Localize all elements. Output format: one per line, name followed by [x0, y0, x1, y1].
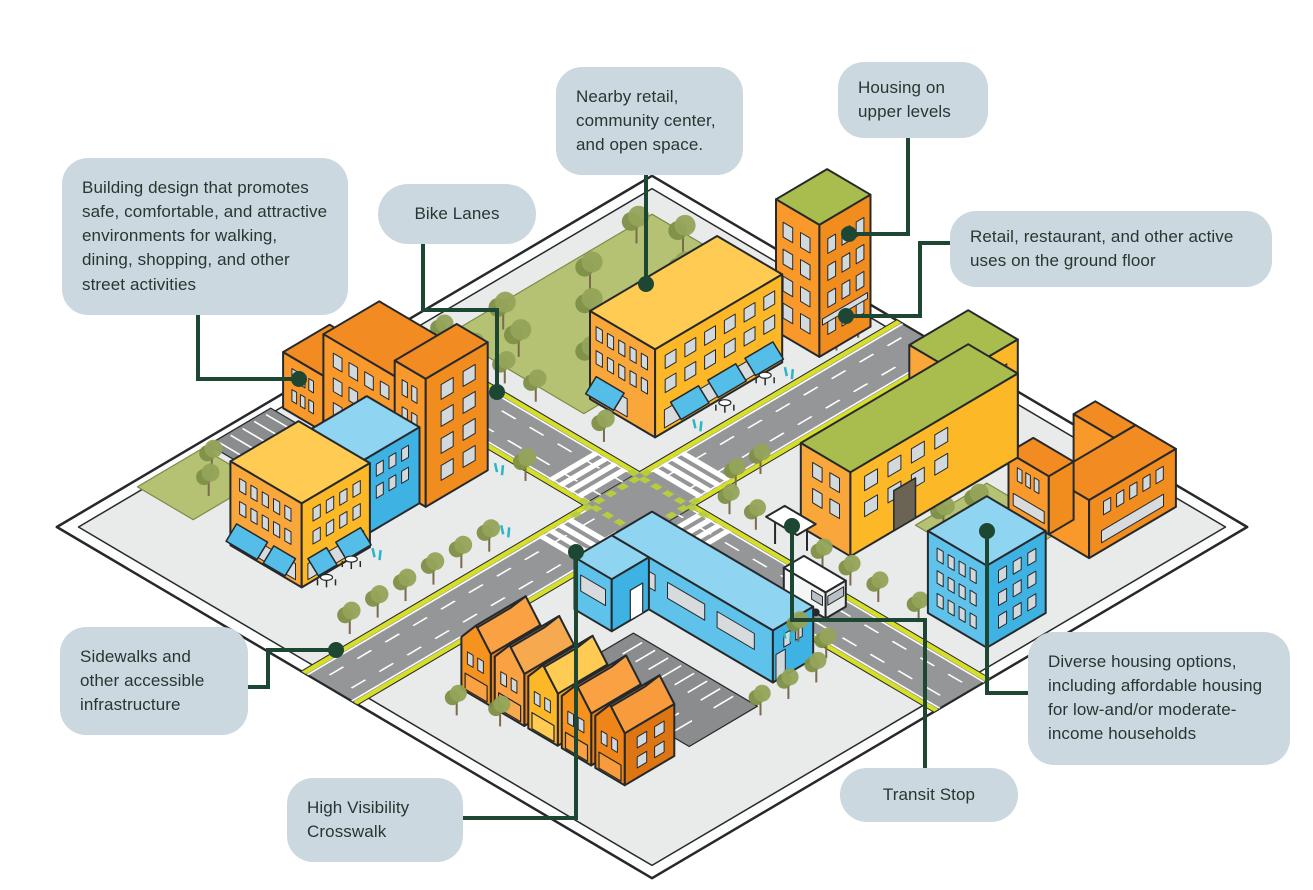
street-tree: [814, 627, 837, 659]
leader-bike-lanes: [421, 243, 499, 392]
street-tree: [723, 457, 746, 489]
leader-diverse-housing: [985, 531, 1030, 695]
transit-bus: [782, 554, 847, 620]
callout-sidewalks: Sidewalks and other accessible infrastru…: [60, 627, 248, 736]
park-tree: [488, 291, 516, 330]
street-tree: [199, 439, 223, 473]
leader-dot-sidewalks: [328, 642, 344, 658]
park-tree: [575, 251, 603, 290]
park-tree: [668, 214, 696, 253]
leader-dot-diverse-housing: [979, 523, 995, 539]
cafe-seating-southwest: [316, 547, 382, 588]
callout-transit-stop: Transit Stop: [840, 768, 1018, 823]
teal-plants: [493, 462, 511, 538]
park-tree: [621, 205, 650, 244]
leader-dot-nearby-retail: [638, 276, 654, 292]
street-tree: [476, 519, 501, 552]
callout-bike-lanes: Bike Lanes: [378, 184, 536, 245]
leader-housing-upper: [849, 129, 910, 236]
leader-dot-housing-upper: [841, 226, 857, 242]
street-tree: [523, 369, 547, 402]
street-tree: [748, 443, 771, 474]
street-tree: [488, 695, 511, 727]
street-tree: [748, 684, 771, 716]
leader-high-visibility: [461, 552, 578, 820]
leader-transit-stop: [790, 526, 927, 772]
street-tree: [392, 568, 417, 602]
street-tree: [444, 684, 467, 716]
street-tree: [838, 554, 861, 586]
leader-dot-building-design: [291, 371, 307, 387]
callout-building-design: Building design that promotes safe, comf…: [62, 158, 348, 315]
street-tree: [448, 535, 473, 569]
street-tree: [717, 483, 740, 515]
street-tree: [804, 651, 827, 683]
leader-sidewalks: [246, 648, 336, 689]
leader-building-design: [196, 315, 299, 381]
leader-dot-retail-ground: [838, 308, 854, 324]
orange-courtyard-building: [1007, 400, 1177, 560]
street-tree: [810, 538, 833, 570]
townhouse: [594, 674, 676, 787]
blue-commercial-building: [573, 510, 815, 684]
street-tree: [591, 409, 615, 442]
park-tree: [504, 319, 532, 357]
park-tree: [575, 288, 603, 326]
street-tree: [420, 552, 445, 585]
mixed-use-orange-tower: [393, 323, 489, 508]
community-retail-building: [584, 235, 785, 439]
callout-high-visibility: High Visibility Crosswalk: [287, 778, 463, 863]
callout-nearby-retail: Nearby retail, community center, and ope…: [556, 67, 743, 176]
street-tree: [776, 668, 799, 699]
street-tree: [365, 585, 389, 618]
leader-retail-ground: [846, 241, 952, 318]
street-tree: [743, 499, 767, 530]
callout-housing-upper: Housing on upper levels: [838, 62, 988, 139]
callout-diverse-housing: Diverse housing options, including affor…: [1028, 632, 1290, 765]
callout-retail-ground: Retail, restaurant, and other active use…: [950, 211, 1272, 288]
street-tree: [866, 571, 889, 602]
street-tree: [512, 448, 537, 481]
street-tree: [196, 463, 220, 496]
street-tree: [337, 601, 361, 634]
leader-dot-bike-lanes: [489, 384, 505, 400]
leader-dot-transit-stop: [784, 518, 800, 534]
cafe-seating-north: [692, 366, 795, 432]
leader-dot-high-visibility: [568, 544, 584, 560]
